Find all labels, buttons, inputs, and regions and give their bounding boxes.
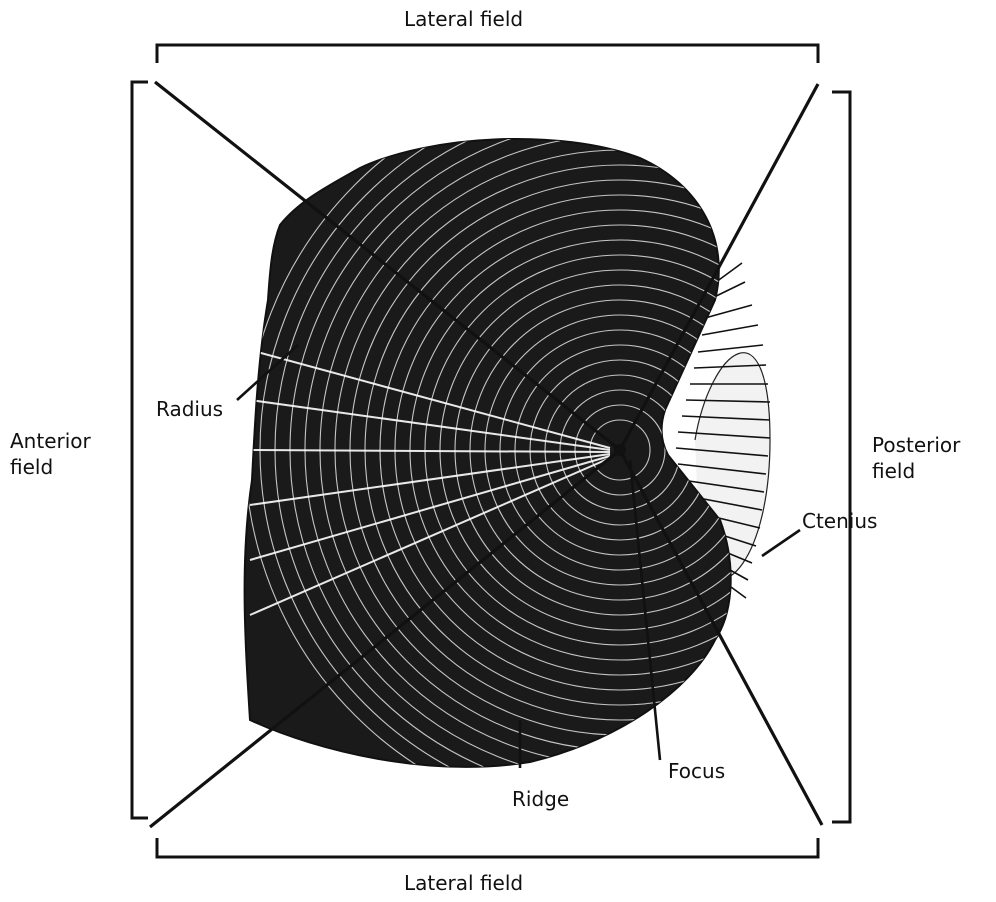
posterior-field-label: Posterior field xyxy=(872,432,960,484)
scale-body xyxy=(245,139,731,767)
ctenius-label: Ctenius xyxy=(802,508,877,534)
anterior-field-label-line1: Anterior xyxy=(10,428,91,454)
posterior-field-label-line1: Posterior xyxy=(872,432,960,458)
radius-label: Radius xyxy=(156,396,223,422)
focus-label: Focus xyxy=(668,758,725,784)
ctenius-leader xyxy=(762,530,800,556)
anterior-bracket xyxy=(132,82,148,818)
anterior-field-label: Anterior field xyxy=(10,428,91,480)
posterior-field-label-line2: field xyxy=(872,458,960,484)
lateral-bottom-bracket xyxy=(157,838,818,857)
lateral-field-bottom-label: Lateral field xyxy=(404,870,523,896)
focus-point xyxy=(614,444,626,456)
lateral-field-top-label: Lateral field xyxy=(404,6,523,32)
ridge-label: Ridge xyxy=(512,786,569,812)
lateral-top-bracket xyxy=(157,45,818,63)
posterior-bracket xyxy=(832,92,850,822)
anterior-field-label-line2: field xyxy=(10,454,91,480)
